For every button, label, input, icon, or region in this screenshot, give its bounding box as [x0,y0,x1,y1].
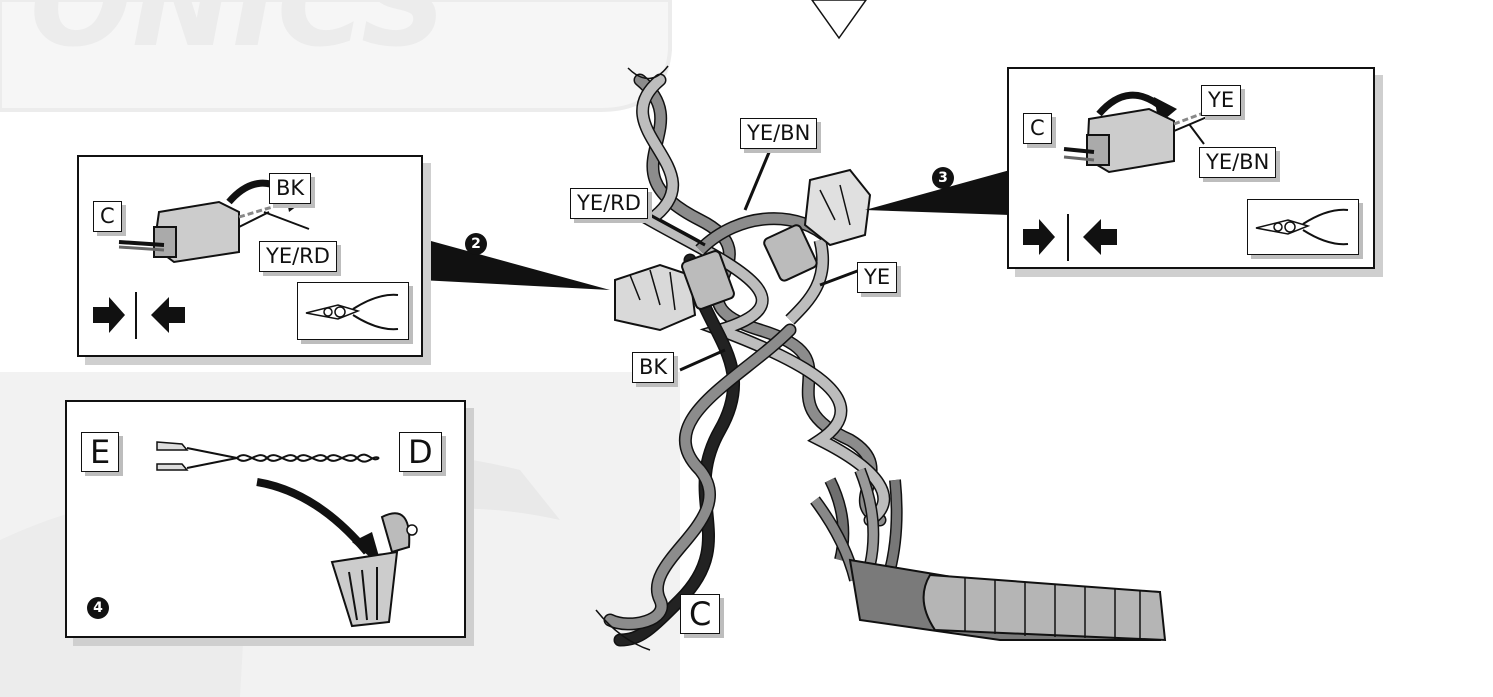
panel-2-label-c: C [93,201,122,232]
label-ye: YE [857,262,898,293]
down-arrow-icon [811,0,867,40]
arrow-left-icon [1083,219,1117,255]
panel-4-label-e: E [81,432,120,472]
callout-wedge-3 [865,170,1010,215]
panel-2-label-ye-rd: YE/RD [259,241,337,272]
panel-step-3: C YE YE/BN [1007,67,1375,269]
label-ye-rd: YE/RD [570,188,648,219]
step-3-badge: 3 [932,167,954,189]
panel-step-2: C BK YE/RD [77,155,423,357]
panel-2-label-bk: BK [269,173,312,204]
label-ye-bn: YE/BN [740,118,818,149]
arrow-right-icon [1023,219,1055,255]
step-2-badge: 2 [465,233,487,255]
connector-left [614,250,735,332]
panel-3-label-ye-bn: YE/BN [1199,147,1277,178]
panel-step-4: E D 4 [65,400,466,638]
step-4-badge: 4 [87,597,109,619]
connector-right [763,168,872,282]
panel-3-label-c: C [1023,113,1052,144]
label-c: C [680,594,721,634]
pliers-icon [297,282,409,340]
panel-3-label-ye: YE [1201,85,1242,116]
label-bk: BK [632,352,675,383]
svg-text:ONICS: ONICS [30,0,447,74]
callout-wedge-2 [420,238,610,290]
panel-4-label-d: D [399,432,442,472]
pliers-icon [1247,199,1359,255]
arrow-left-icon [151,297,185,333]
arrow-right-icon [93,297,125,333]
